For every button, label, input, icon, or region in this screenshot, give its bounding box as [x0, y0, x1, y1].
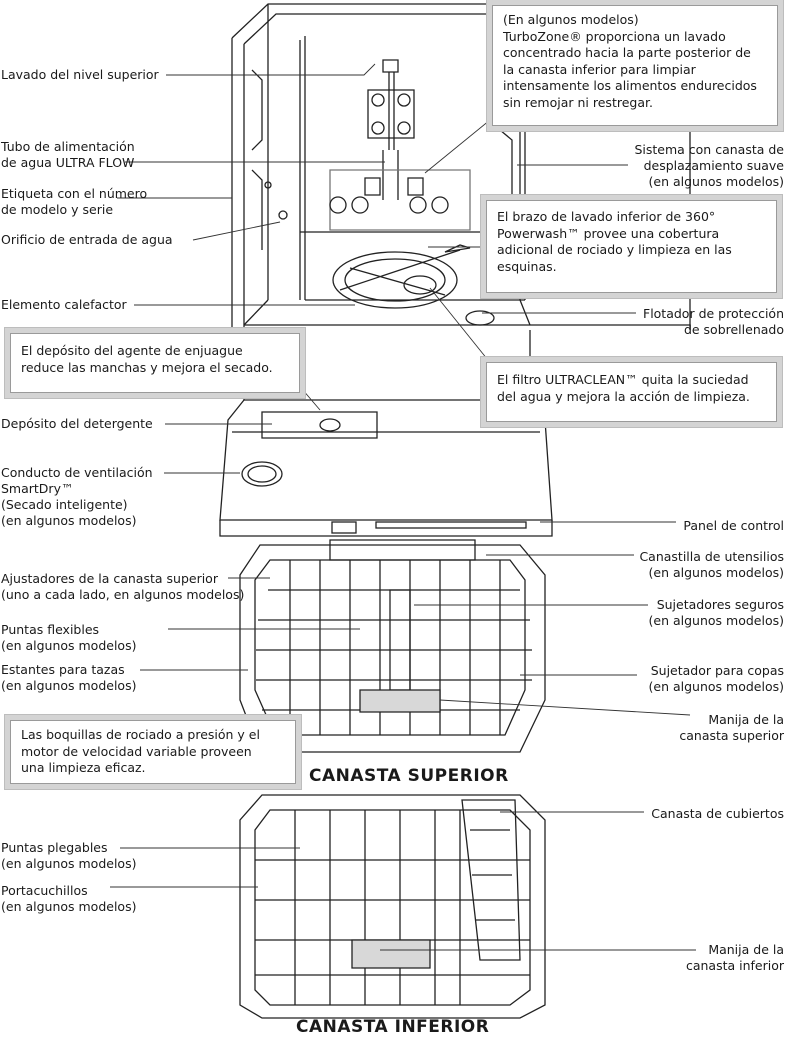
dishwasher-tub [231, 3, 691, 330]
label-utensil-basket: Canastilla de utensilios (en algunos mod… [639, 549, 784, 580]
label-control-panel: Panel de control [683, 518, 784, 533]
turbozone-jets [329, 169, 471, 231]
label-glide-rack-system: Sistema con canasta de desplazamiento su… [634, 142, 784, 189]
label-heating-element: Elemento calefactor [1, 297, 127, 312]
label-overfill-float: Flotador de protección de sobrellenado [643, 306, 784, 337]
lower-rack-illustration [239, 794, 546, 1019]
callout-lower-spray-arm: El brazo de lavado inferior de 360° Powe… [486, 200, 777, 293]
lower-rack-title: CANASTA INFERIOR [296, 1017, 490, 1037]
callout-rinse-aid: El depósito del agente de enjuague reduc… [10, 333, 300, 393]
label-upper-level-wash: Lavado del nivel superior [1, 67, 159, 82]
leader-lines [110, 63, 696, 951]
callout-turbozone: (En algunos modelos) TurboZone® proporci… [492, 5, 778, 126]
upper-rack-title: CANASTA SUPERIOR [309, 766, 509, 786]
label-cup-shelves: Estantes para tazas (en algunos modelos) [1, 662, 137, 693]
label-secure-holders: Sujetadores seguros (en algunos modelos) [648, 597, 784, 628]
label-model-serial-tag: Etiqueta con el número de modelo y serie [1, 186, 148, 217]
label-folding-tines: Puntas plegables (en algunos modelos) [1, 840, 137, 871]
upper-spray-arm [367, 59, 415, 200]
label-silverware-basket: Canasta de cubiertos [651, 806, 784, 821]
label-water-supply-tube: Tubo de alimentación de agua ULTRA FLOW [1, 139, 135, 170]
callout-spray-nozzles: Las boquillas de rociado a presión y el … [10, 720, 296, 784]
label-vent: Conducto de ventilación SmartDry™ (Secad… [1, 465, 153, 528]
label-lower-rack-handle: Manija de la canasta inferior [685, 942, 784, 973]
label-flexible-tines: Puntas flexibles (en algunos modelos) [1, 622, 137, 653]
label-rack-adjusters: Ajustadores de la canasta superior (uno … [1, 571, 245, 602]
callout-filter: El filtro ULTRACLEAN™ quita la suciedad … [486, 362, 777, 422]
label-upper-rack-handle: Manija de la canasta superior [679, 712, 784, 743]
label-knife-holder: Portacuchillos (en algunos modelos) [1, 883, 137, 914]
lower-spray-arm [332, 244, 495, 326]
label-detergent-dispenser: Depósito del detergente [1, 416, 153, 431]
label-stemware-holder: Sujetador para copas (en algunos modelos… [648, 663, 784, 694]
label-water-inlet: Orificio de entrada de agua [1, 232, 173, 247]
